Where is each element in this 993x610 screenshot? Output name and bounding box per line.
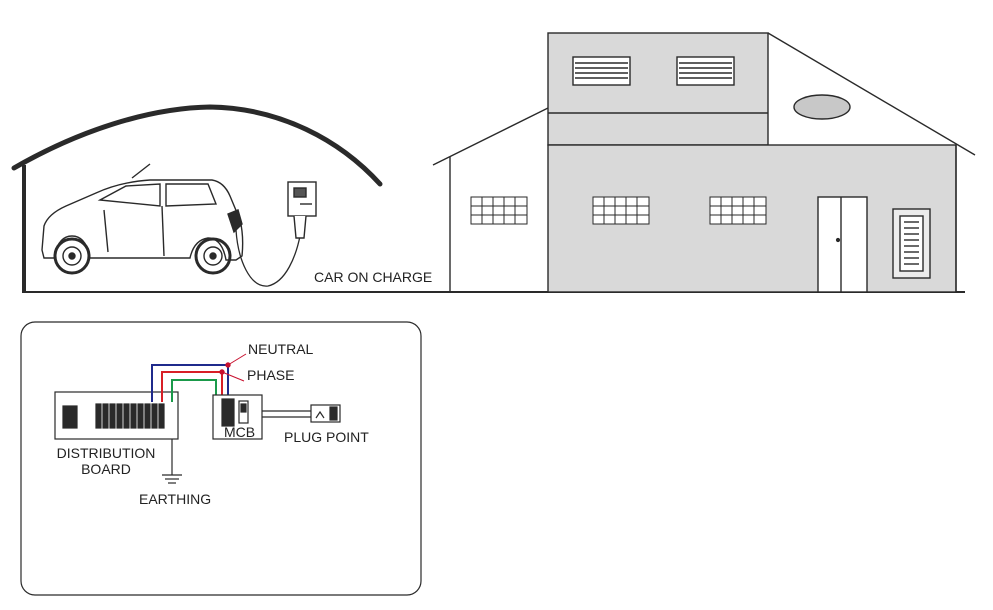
upper-window-1 (572, 56, 631, 86)
car-rear-wheel (194, 237, 232, 275)
mcb-unit (212, 394, 263, 440)
db-main-switch (62, 405, 78, 429)
car-window-front (97, 183, 161, 207)
car-window-rear (165, 183, 218, 207)
phase-wire (161, 371, 223, 402)
wiring-diagram-panel: NEUTRAL PHASE MCB PLUG POINT DISTRIBUTIO… (20, 321, 422, 596)
carport-roof (11, 104, 383, 187)
charging-plug (227, 209, 243, 234)
house-side-window (892, 208, 931, 279)
earthing-symbol (162, 439, 182, 484)
distribution-board (54, 391, 179, 440)
db-breaker-row (95, 403, 165, 429)
top-scene: CAR ON CHARGE (11, 32, 976, 293)
house-roof-vent (793, 94, 851, 120)
mcb-label: MCB (224, 424, 255, 440)
house-door (817, 196, 868, 293)
phase-label: PHASE (247, 367, 294, 383)
earthing-label: EARTHING (139, 491, 211, 507)
plug-point (310, 404, 341, 423)
carport (11, 104, 383, 292)
distribution-board-label-line2: BOARD (81, 461, 131, 477)
charging-cable (235, 229, 301, 287)
earth-wire (171, 379, 217, 402)
car-antenna (131, 163, 151, 179)
car-on-charge-label: CAR ON CHARGE (314, 269, 432, 285)
grid-window-3 (709, 196, 767, 225)
plug-cable (262, 410, 311, 418)
house-left-roof (432, 107, 549, 166)
car-door-line-2 (103, 209, 109, 253)
label-markers (219, 353, 247, 382)
neutral-label: NEUTRAL (248, 341, 314, 357)
house-right-roof (767, 32, 976, 156)
neutral-wire (151, 364, 229, 402)
distribution-board-label-line1: DISTRIBUTION (57, 445, 156, 461)
grid-window-2 (592, 196, 650, 225)
plug-point-label: PLUG POINT (284, 429, 369, 445)
grid-window-1 (470, 196, 528, 225)
car-front-wheel (53, 237, 91, 275)
car-door-line (161, 205, 165, 257)
upper-window-2 (676, 56, 735, 86)
house-upper-storey (547, 32, 769, 146)
car-body (41, 179, 244, 261)
electric-car (41, 163, 244, 275)
wiring-panel-frame (20, 321, 422, 596)
wall-charger (287, 181, 317, 239)
house (432, 32, 976, 293)
